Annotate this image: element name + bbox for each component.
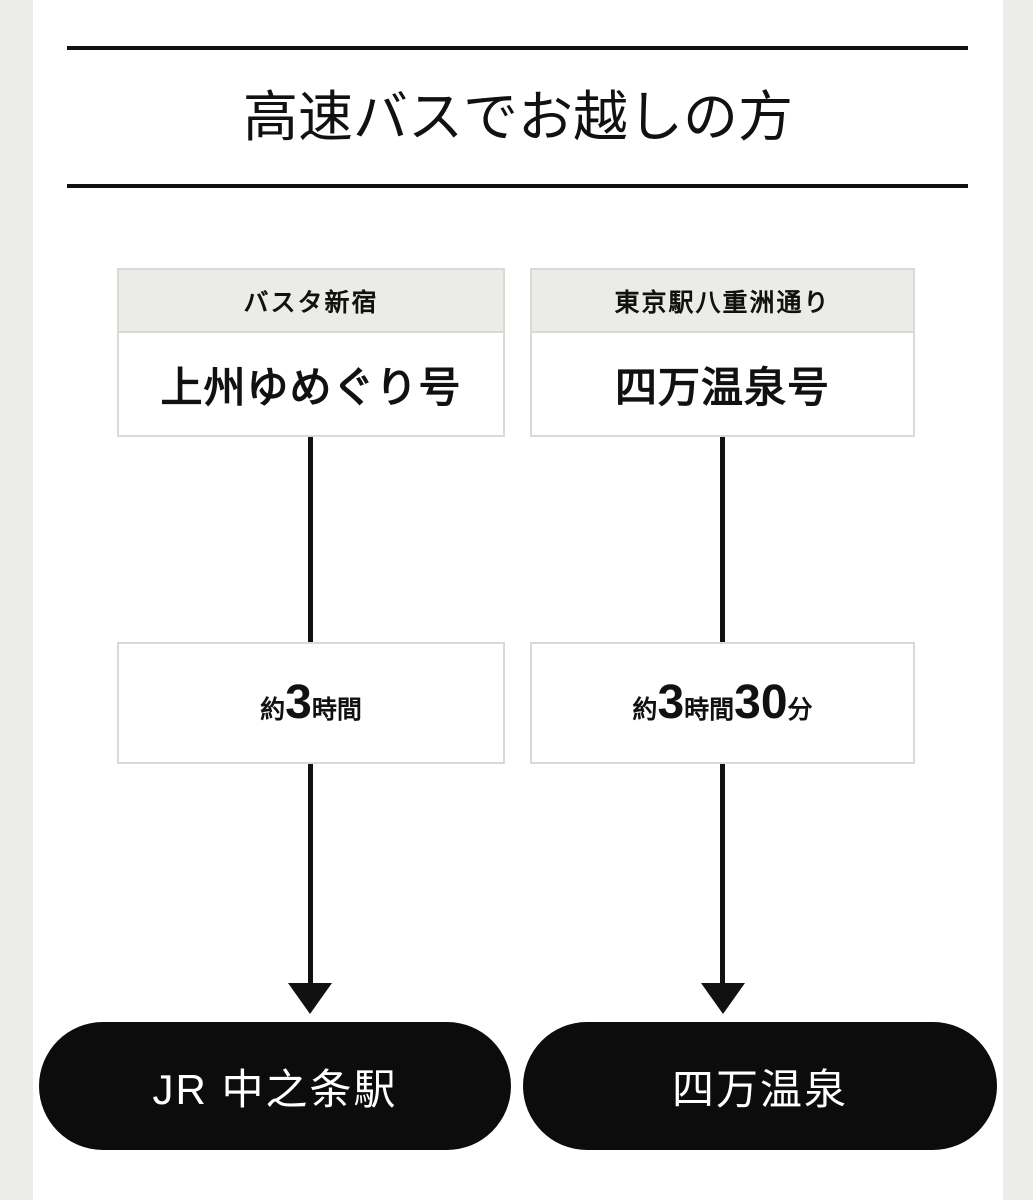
title-rule-bottom <box>67 184 968 188</box>
down-arrow-icon <box>288 983 332 1014</box>
origin-stop-label: バスタ新宿 <box>119 270 503 333</box>
duration-text: 約 3 時間 30 分 <box>632 679 812 727</box>
duration-text: 約 3 時間 <box>260 679 362 727</box>
destination-pill-nakanojo: JR 中之条駅 <box>39 1022 511 1150</box>
duration-prefix: 約 <box>632 696 658 724</box>
down-arrow-icon <box>701 983 745 1014</box>
duration-hours-unit: 時間 <box>684 696 735 724</box>
duration-minutes-value: 30 <box>734 676 788 729</box>
section-title: 高速バスでお越しの方 <box>242 86 793 148</box>
duration-box-left: 約 3 時間 <box>117 642 505 764</box>
duration-prefix: 約 <box>260 696 286 724</box>
page-gutter-left <box>0 0 33 1200</box>
origin-box-shinjuku: バスタ新宿 上州ゆめぐり号 <box>117 268 505 437</box>
duration-minutes-unit: 分 <box>787 696 813 724</box>
duration-hours-value: 3 <box>285 676 312 729</box>
duration-box-right: 約 3 時間 30 分 <box>530 642 915 764</box>
duration-hours-unit: 時間 <box>311 696 362 724</box>
page-gutter-right <box>1003 0 1033 1200</box>
destination-pill-shima-onsen: 四万温泉 <box>523 1022 997 1150</box>
origin-box-tokyo: 東京駅八重洲通り 四万温泉号 <box>530 268 915 437</box>
title-rule-top <box>67 46 968 50</box>
bus-name-label: 上州ゆめぐり号 <box>160 363 462 411</box>
duration-hours-value: 3 <box>657 676 685 729</box>
bus-name-label: 四万温泉号 <box>614 363 830 411</box>
origin-stop-label: 東京駅八重洲通り <box>532 270 913 333</box>
